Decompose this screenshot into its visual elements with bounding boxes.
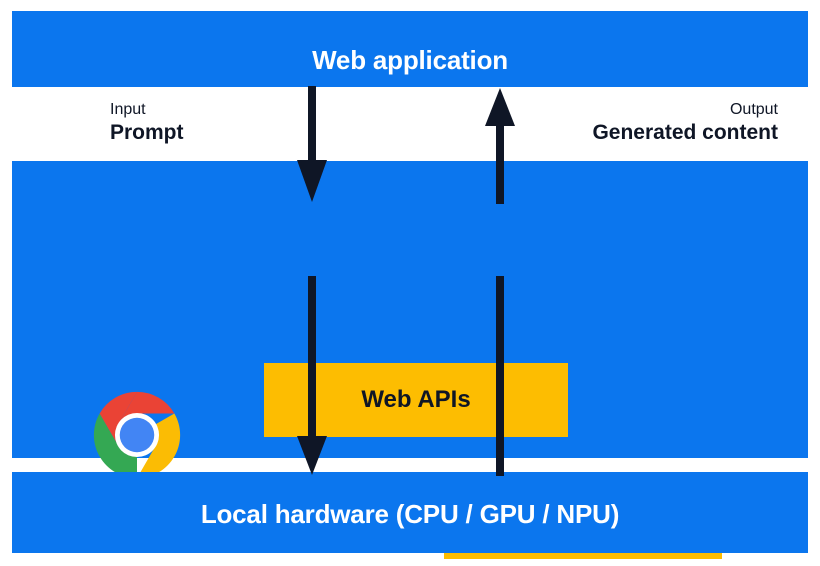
arrow-down-to-local-hardware-icon xyxy=(297,276,327,475)
local-hardware-title: Local hardware (CPU / GPU / NPU) xyxy=(200,499,620,529)
web-application-band: Web application xyxy=(12,11,808,87)
arrow-up-from-local-hardware-icon xyxy=(496,276,504,476)
output-flow-label: Output Generated content xyxy=(592,100,778,145)
output-value-label: Generated content xyxy=(592,120,778,144)
browser-band: Browser Web APIs Built-in models and run… xyxy=(12,161,808,559)
input-kind-label: Input xyxy=(110,101,146,118)
arrow-up-to-web-application-icon xyxy=(485,88,515,204)
web-apis-label: Web APIs xyxy=(361,386,471,413)
output-kind-label: Output xyxy=(729,101,778,118)
local-hardware-band: Local hardware (CPU / GPU / NPU) xyxy=(12,472,808,553)
arrow-down-to-web-apis-icon xyxy=(297,86,327,202)
input-value-label: Prompt xyxy=(110,120,184,144)
chrome-logo-icon xyxy=(93,391,181,479)
web-application-title: Web application xyxy=(312,45,508,75)
input-flow-label: Input Prompt xyxy=(110,100,184,145)
